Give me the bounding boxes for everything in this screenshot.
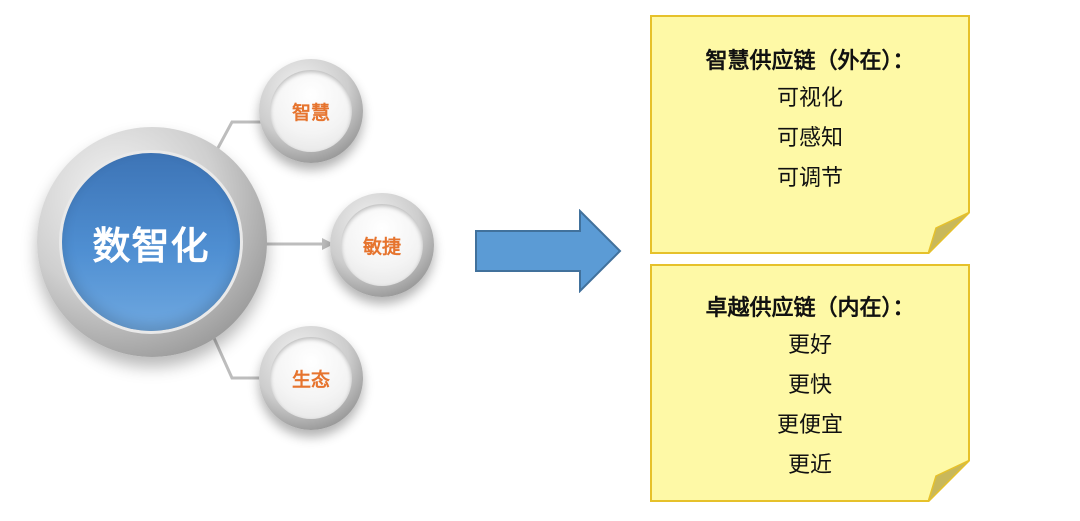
page-curl-icon	[928, 212, 970, 254]
hub-node: 数智化	[62, 153, 240, 331]
note-item: 更好	[787, 333, 832, 358]
right-arrow-icon	[475, 209, 622, 293]
page-curl-icon	[928, 460, 970, 502]
note-item: 更快	[787, 373, 832, 398]
note-item: 更便宜	[776, 413, 843, 438]
attribute-label: 生态	[291, 368, 330, 391]
attribute-label: 敏捷	[362, 235, 401, 258]
note-item: 可视化	[776, 86, 843, 111]
note-title: 卓越供应链（内在）：	[705, 296, 915, 321]
sticky-note-excellent-supply-chain: 卓越供应链（内在）： 更好 更快 更便宜 更近	[650, 264, 970, 502]
note-title: 智慧供应链（外在）：	[705, 49, 915, 74]
sticky-note-smart-supply-chain: 智慧供应链（外在）： 可视化 可感知 可调节	[650, 15, 970, 254]
note-item: 可调节	[776, 166, 843, 191]
attribute-label: 智慧	[291, 101, 330, 124]
note-item: 可感知	[776, 126, 843, 151]
note-item: 更近	[787, 453, 832, 478]
attribute-node-agile: 敏捷	[341, 204, 423, 286]
connector-arrowhead	[322, 238, 334, 250]
attribute-node-wisdom: 智慧	[270, 70, 352, 152]
hub-label: 数智化	[92, 223, 210, 268]
attribute-node-ecology: 生态	[270, 337, 352, 419]
